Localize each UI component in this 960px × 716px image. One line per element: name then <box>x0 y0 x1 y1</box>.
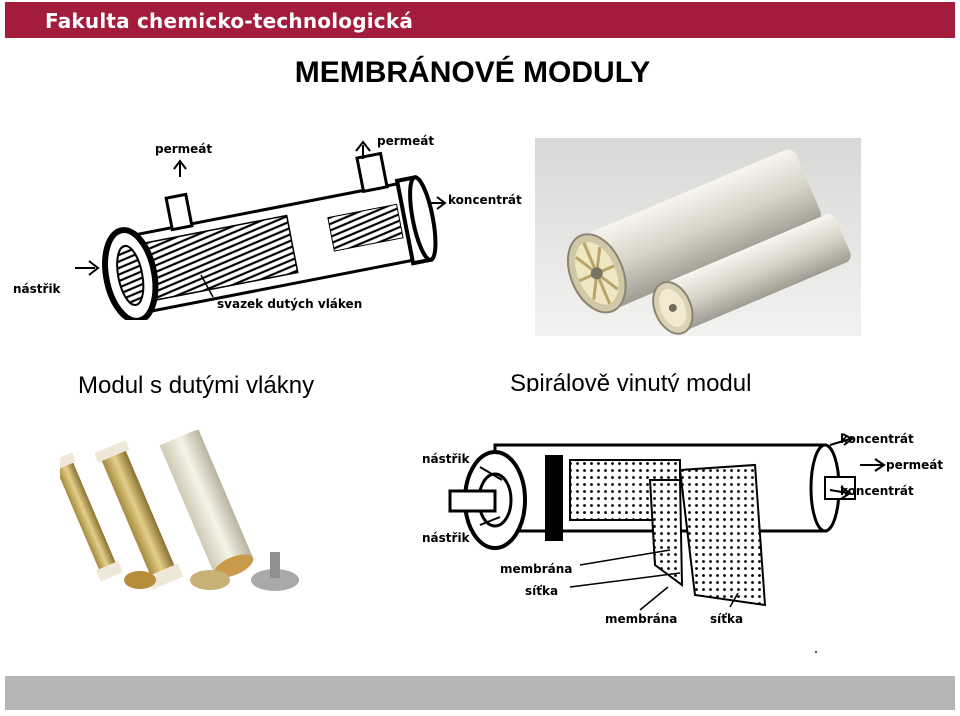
fiber-bundle-label: svazek dutých vláken <box>217 297 362 311</box>
spacer-label-bottom: síťka <box>710 612 743 626</box>
feed-label-top: nástřik <box>422 452 471 466</box>
hollow-fiber-diagram: permeát permeát koncentrát nástřik svaze… <box>13 134 522 320</box>
slide-title: MEMBRÁNOVÉ MODULY <box>294 56 651 89</box>
stray-dot <box>815 651 817 653</box>
faculty-name: Fakulta chemicko-technologická <box>45 9 414 33</box>
concentrate-label-top: koncentrát <box>840 432 914 446</box>
permeate-label-right: permeát <box>377 134 434 148</box>
permeate-label: permeát <box>886 458 943 472</box>
feed-label-bottom: nástřik <box>422 531 471 545</box>
membrane-label-bottom: membrána <box>605 612 677 626</box>
spacer-label-left: síťka <box>525 584 558 598</box>
spiral-module-photo <box>535 138 861 336</box>
feed-label: nástřik <box>13 282 62 296</box>
caption-hollow-fiber: Modul s dutými vlákny <box>78 372 315 399</box>
spiral-wound-diagram: nástřik nástřik koncentrát permeát konce… <box>422 432 943 626</box>
tubular-modules-photo <box>60 430 299 591</box>
concentrate-label-bottom: koncentrát <box>840 484 914 498</box>
caption-spiral: Spirálově vinutý modul <box>510 370 752 392</box>
footer-bar <box>5 676 955 710</box>
membrane-label-left: membrána <box>500 562 572 576</box>
header-bar: Fakulta chemicko-technologická <box>5 2 955 38</box>
permeate-label-top: permeát <box>155 142 212 156</box>
concentrate-label: koncentrát <box>448 193 522 207</box>
